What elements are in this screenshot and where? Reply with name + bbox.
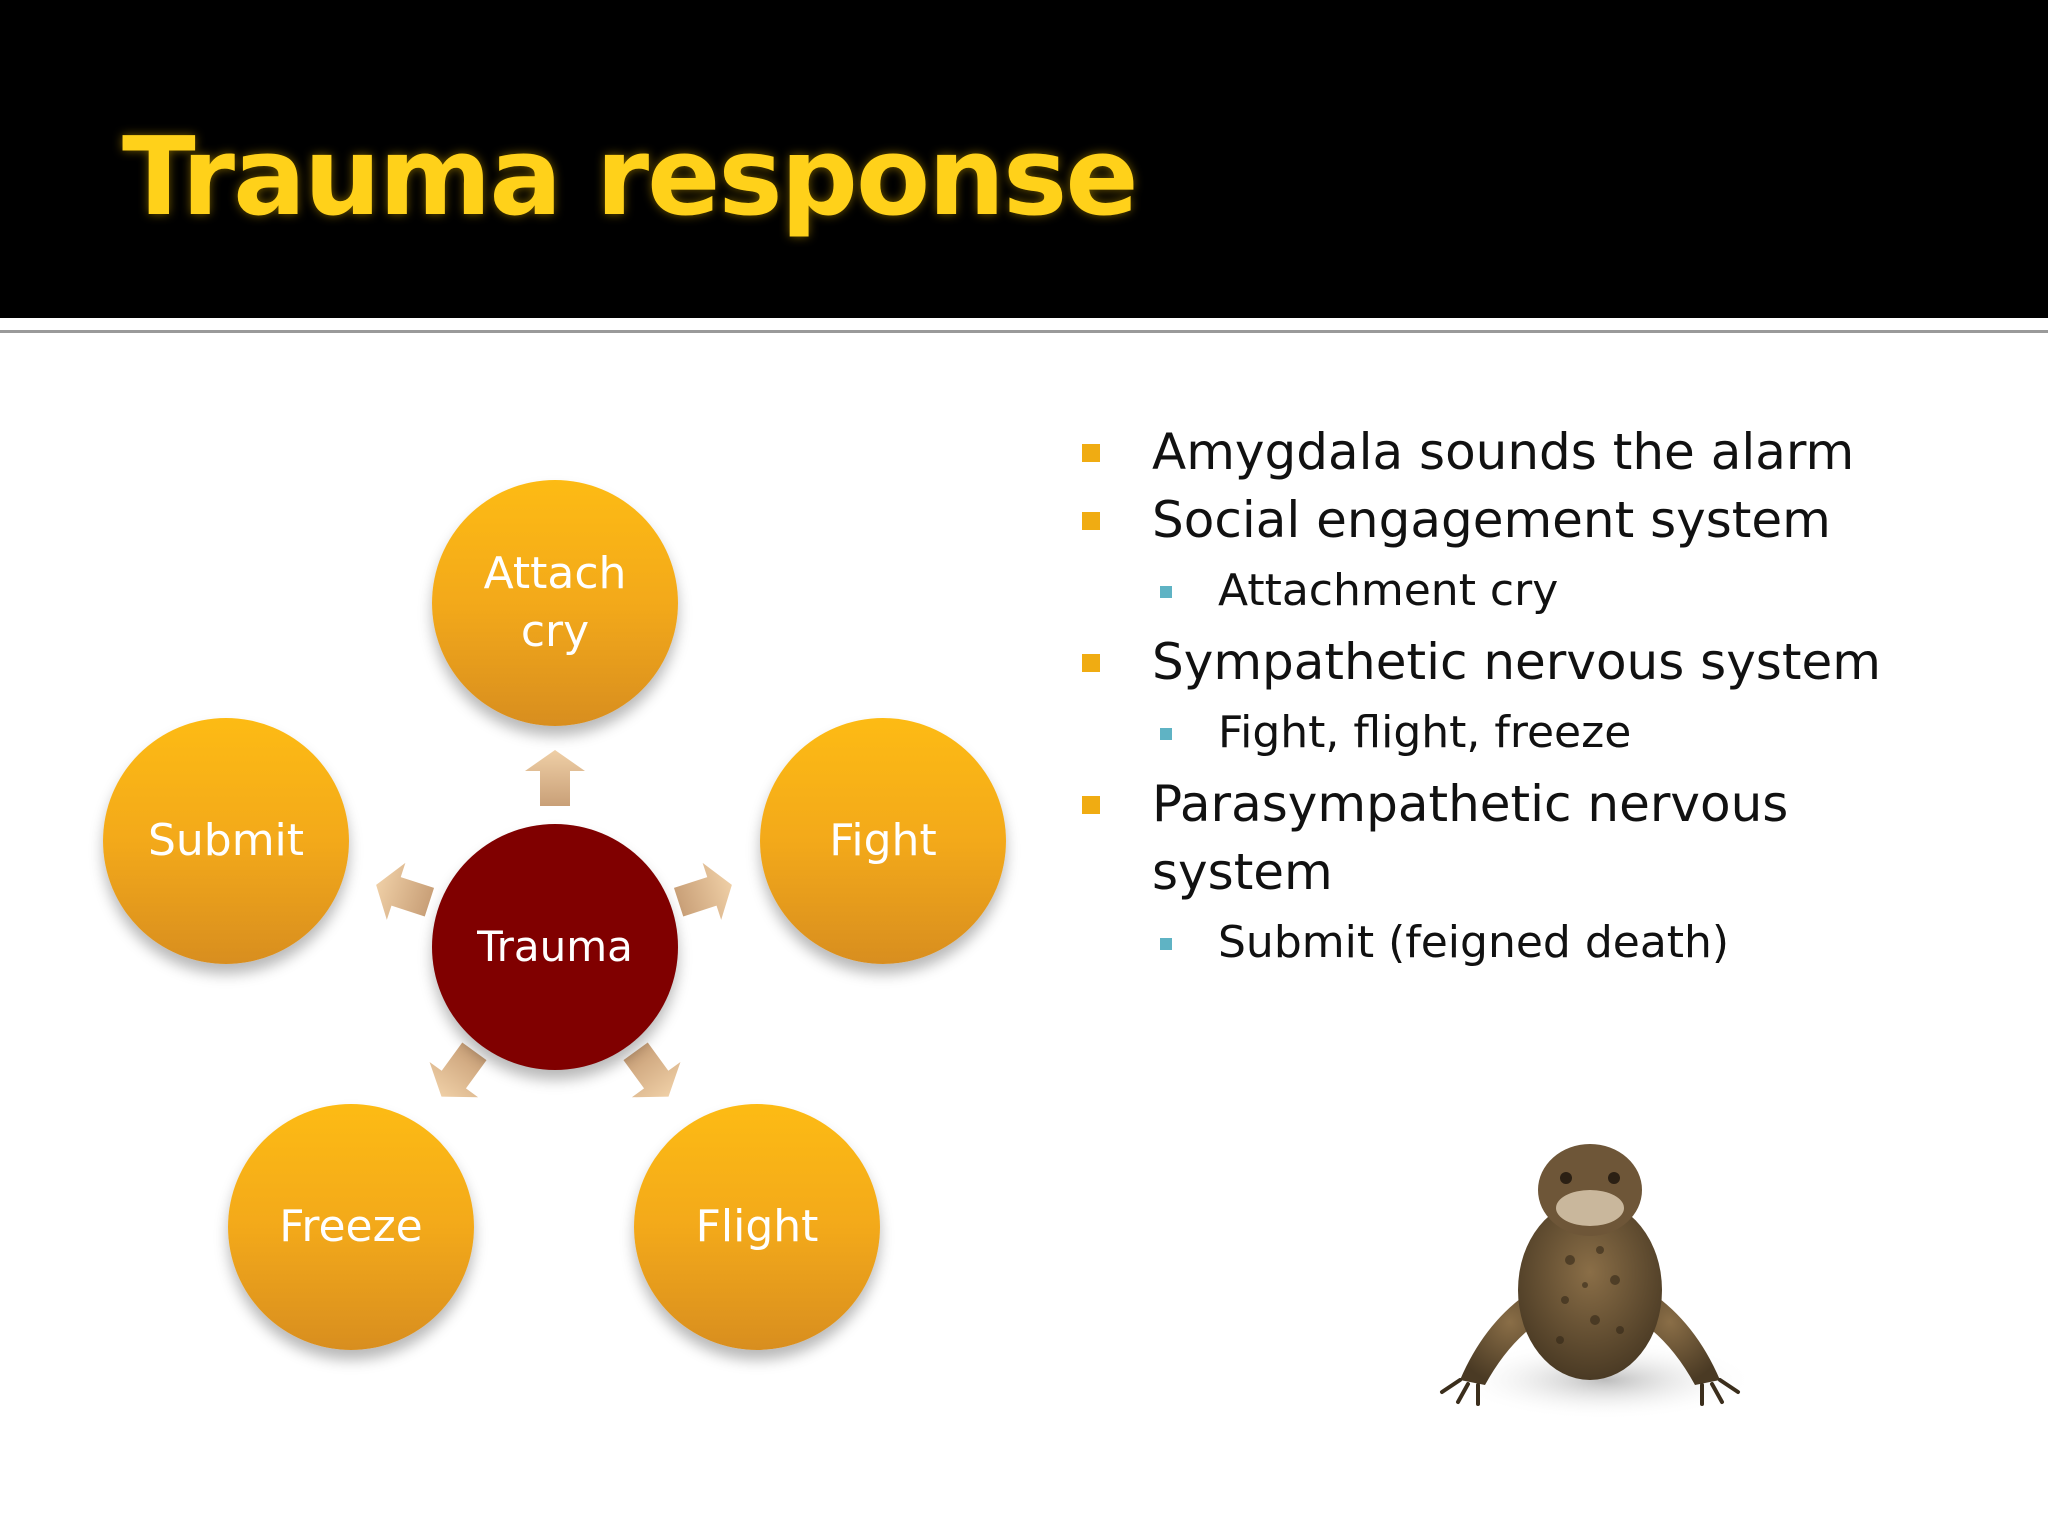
- arrow-to-flight: [623, 1042, 681, 1098]
- sub-bullet-marker-icon: [1160, 938, 1172, 950]
- bullet-marker-icon: [1082, 512, 1100, 530]
- node-fight-label: Fight: [829, 815, 937, 866]
- arrow-to-freeze: [429, 1042, 487, 1098]
- sub-bullet-marker-icon: [1160, 586, 1172, 598]
- bullet-list: Amygdala sounds the alarm Social engagem…: [1080, 418, 1980, 980]
- node-freeze-label: Freeze: [279, 1201, 423, 1252]
- bullet-item: Amygdala sounds the alarm: [1080, 418, 1980, 486]
- node-freeze: Freeze: [228, 1104, 474, 1350]
- bullet-text: Amygdala sounds the alarm: [1152, 423, 1855, 481]
- slide-header: Trauma response: [0, 0, 2048, 318]
- bullet-marker-icon: [1082, 444, 1100, 462]
- bullet-text: Social engagement system: [1152, 491, 1831, 549]
- bullet-item: Social engagement system: [1080, 486, 1980, 554]
- sub-bullet-item: Attachment cry: [1080, 554, 1980, 628]
- bullet-marker-icon: [1082, 796, 1100, 814]
- bullet-item: Parasympathetic nervous system: [1080, 770, 1872, 906]
- trauma-response-diagram: Attach cry Fight Flight Freeze Submit Tr…: [103, 480, 1006, 1350]
- sub-bullet-text: Submit (feigned death): [1218, 917, 1730, 968]
- node-flight: Flight: [634, 1104, 880, 1350]
- node-submit: Submit: [103, 718, 349, 964]
- node-trauma-label: Trauma: [477, 922, 633, 971]
- lizard-illustration: [1440, 1144, 1750, 1420]
- slide-title: Trauma response: [122, 115, 1139, 240]
- arrow-to-attach-cry: [525, 750, 585, 806]
- bullet-item: Sympathetic nervous system: [1080, 628, 1980, 696]
- node-attach-cry-label: Attach cry: [483, 548, 627, 657]
- header-divider: [0, 330, 2048, 333]
- bullet-text: Sympathetic nervous system: [1152, 633, 1881, 691]
- node-attach-cry: Attach cry: [432, 480, 678, 726]
- node-flight-label: Flight: [695, 1201, 819, 1252]
- node-fight: Fight: [760, 718, 1006, 964]
- sub-bullet-item: Submit (feigned death): [1080, 906, 1980, 980]
- sub-bullet-marker-icon: [1160, 728, 1172, 740]
- diagram-arrows: [376, 750, 732, 1098]
- bullet-marker-icon: [1082, 654, 1100, 672]
- arrow-to-submit: [376, 862, 435, 920]
- sub-bullet-text: Fight, flight, freeze: [1218, 707, 1632, 758]
- node-trauma: Trauma: [432, 824, 678, 1070]
- sub-bullet-item: Fight, flight, freeze: [1080, 696, 1980, 770]
- arrow-to-fight: [673, 862, 732, 920]
- bullet-text: Parasympathetic nervous system: [1152, 775, 1789, 901]
- sub-bullet-text: Attachment cry: [1218, 565, 1559, 616]
- node-submit-label: Submit: [147, 815, 305, 866]
